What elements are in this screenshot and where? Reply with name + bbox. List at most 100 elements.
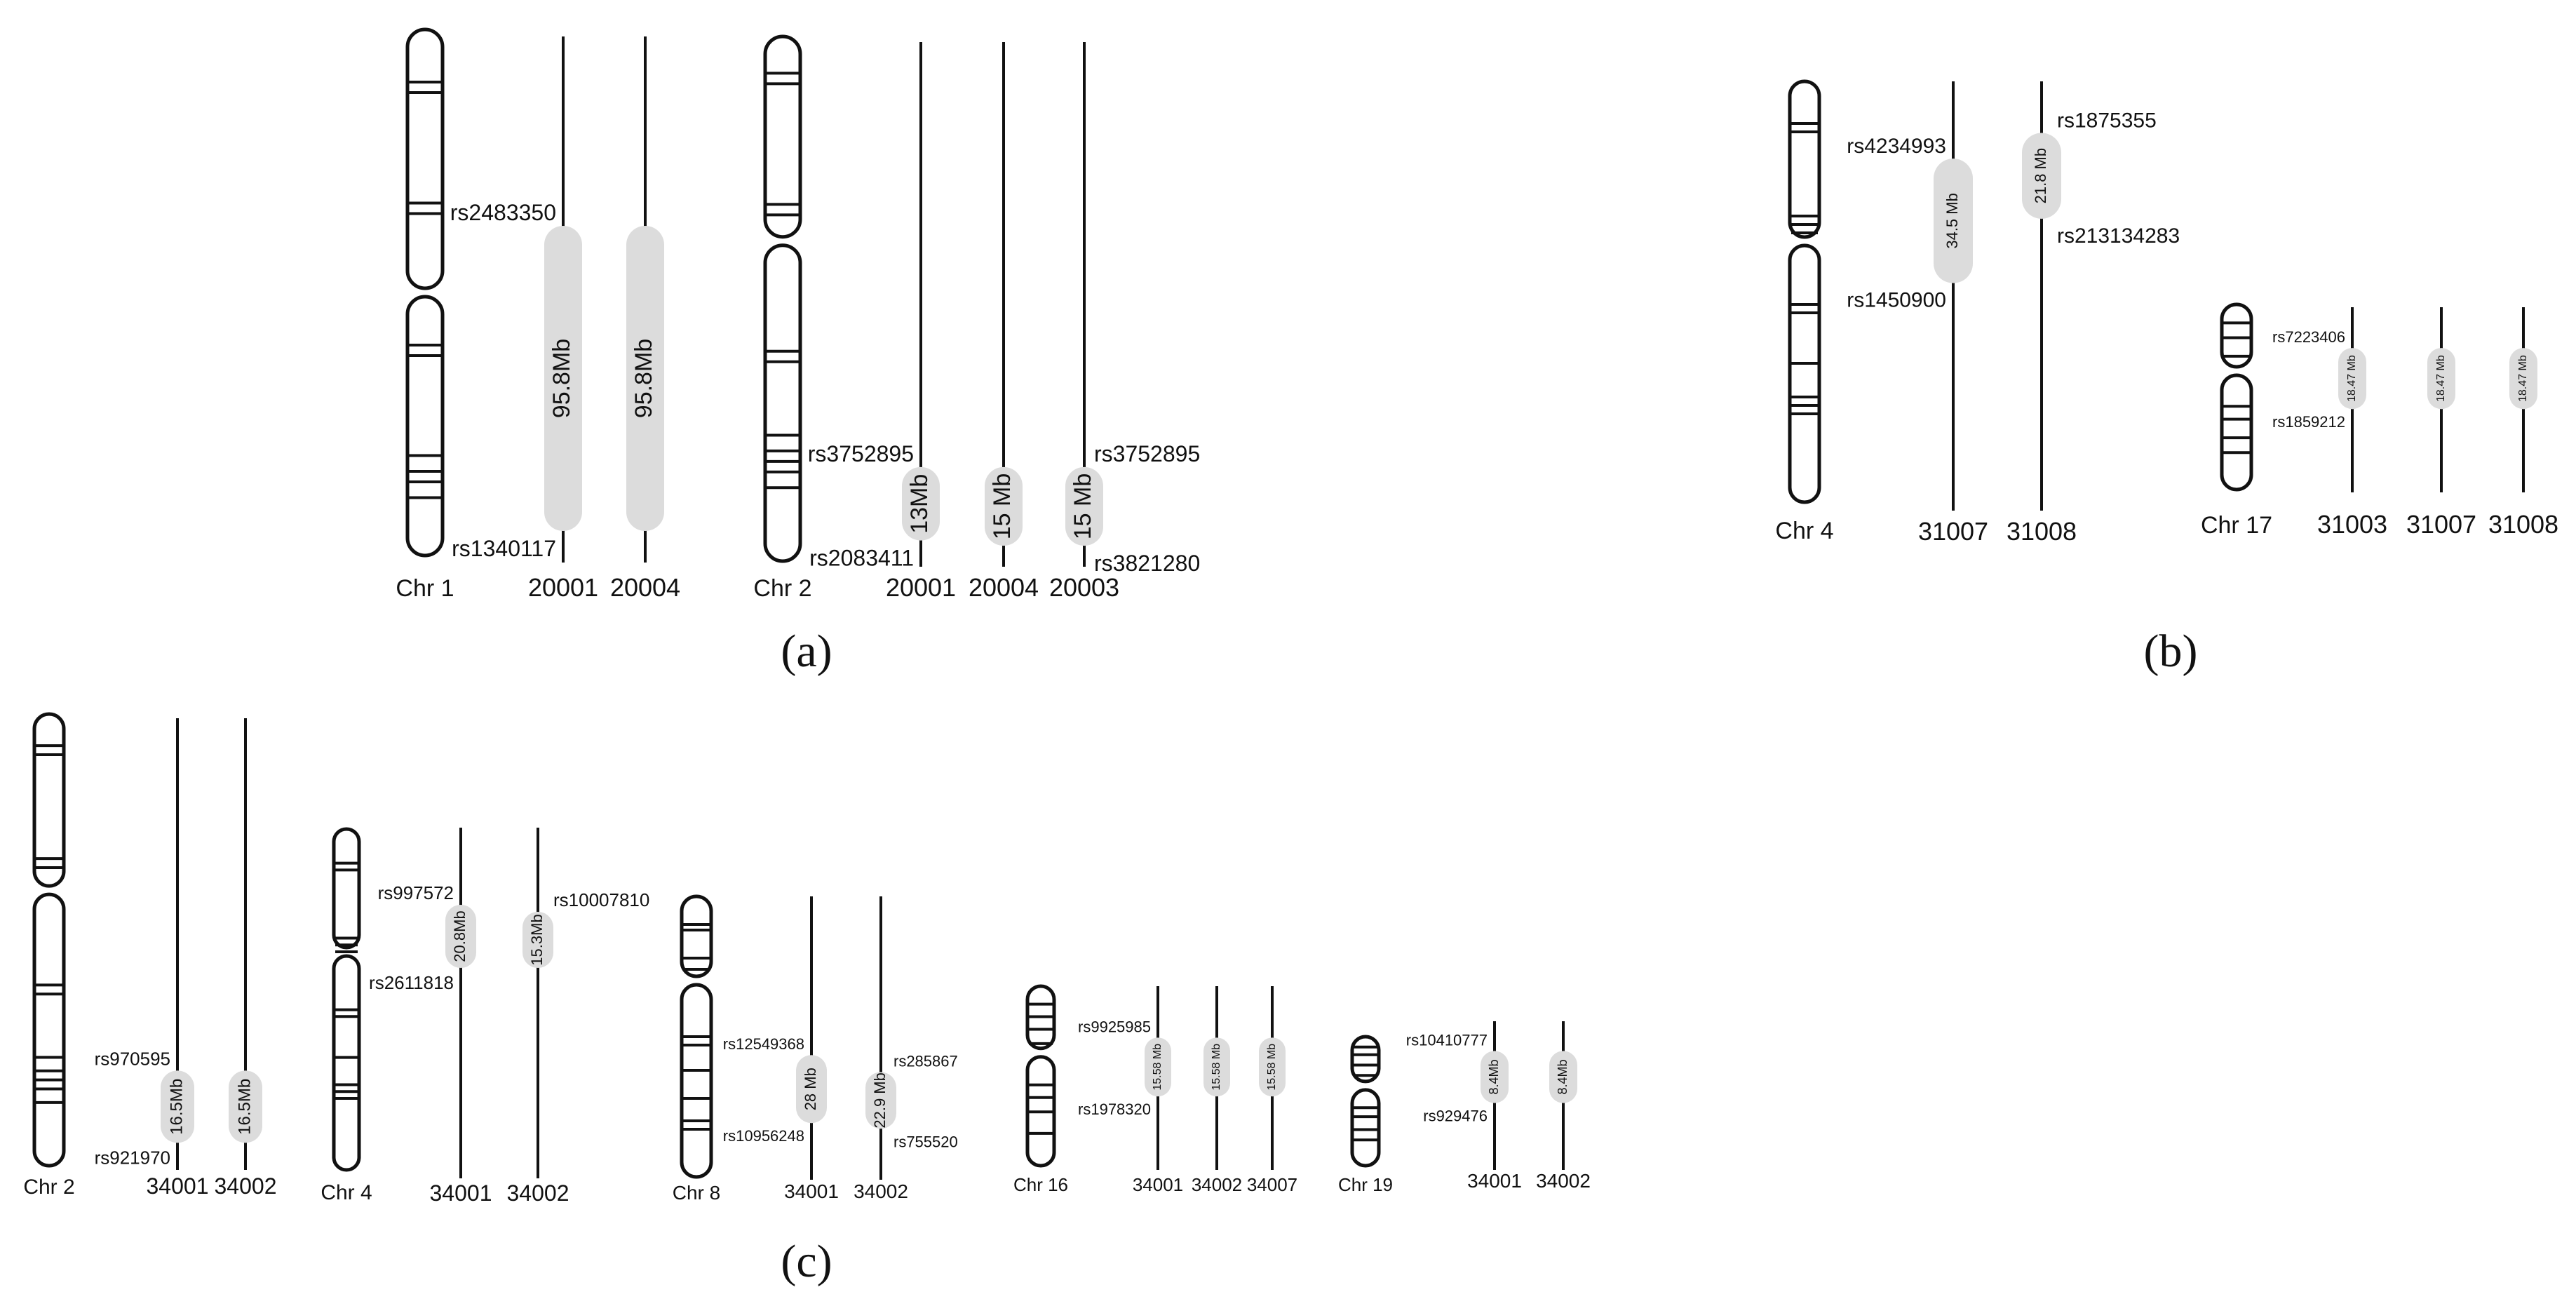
panel2-group2-sample1-region-label: 22.9 Mb [871,1072,889,1129]
panel2-group2-sample0-region [796,1055,827,1124]
panel3-group0-sample1-id: 34002 [1192,1174,1242,1195]
panel3-group0-sample0-region [1145,1037,1171,1097]
panel3-group0-sample1-region-label: 15.58 Mb [1211,1044,1222,1091]
panel3-group0-sample0-bottom-marker: rs1978320 [1078,1100,1151,1118]
panel2-group1: Chr 420.8Mbrs997572rs26118183400115.3Mbr… [321,827,649,1206]
panel2-group1-sample0-region [445,905,476,968]
panel1-group1-sample2-id: 31008 [2488,510,2558,539]
panel3-group1-sample1-region [1549,1051,1577,1103]
panel1-group1-chromosome-lower-arm [2220,373,2253,492]
panel0-group1-sample2-region-label: 15 Mb [1070,473,1096,540]
panel3-group0-sample0-top-marker: rs9925985 [1078,1018,1151,1035]
panel3-group0-sample0-id: 34001 [1133,1174,1183,1195]
panel2-group2-sample1-region [865,1072,896,1129]
panel0-group0: Chr 195.8Mbrs2483350rs13401172000195.8Mb… [396,27,680,602]
panel3-group1-sample0-top-marker: rs10410777 [1406,1031,1488,1049]
panel3-group0-sample2-region [1259,1037,1286,1097]
panel0-group0-sample0-id: 20001 [528,573,598,602]
panel0-group1-sample1-id: 20004 [969,573,1039,602]
panel3-group0-chromosome-label: Chr 16 [1013,1174,1068,1195]
panel0-group1-sample2-id: 20003 [1049,573,1119,602]
panel3-group1-chromosome-lower-arm [1350,1088,1381,1168]
panel3-group0-sample0-region-label: 15.58 Mb [1152,1044,1164,1091]
panel0-group0-sample0-bottom-marker: rs1340117 [452,536,556,561]
panel3-group1: Chr 198.4Mbrs10410777rs929476340018.4Mb3… [1338,1021,1591,1195]
panel1-group0-sample1-id: 31008 [2007,517,2077,546]
panel1-group1-chromosome-upper-arm [2220,302,2253,369]
panel1-group1-chromosome-label: Chr 17 [2201,512,2272,539]
panel0-group1-chromosome-label: Chr 2 [753,575,811,602]
panel2-group0-chromosome-lower-arm [32,892,66,1168]
panel2-group2-sample1-id: 34002 [854,1180,908,1202]
panel2-group1-sample0-top-marker: rs997572 [378,882,454,903]
panel3-group1-sample0-region-label: 8.4Mb [1487,1059,1501,1094]
panel2-group0-sample0-region-label: 16.5Mb [167,1079,186,1135]
panel3-group1-sample0-region [1481,1051,1509,1103]
panel2-group0-sample0-top-marker: rs970595 [95,1048,170,1069]
panel1-group1-sample0-region-label: 18.47 Mb [2346,355,2358,402]
panel2-group0-sample1-region [229,1070,262,1143]
panel1-group1-sample0-id: 31003 [2317,510,2387,539]
panel-label-b: (b) [2144,626,2198,677]
panel2-group1-sample1-region [522,912,553,968]
panel1-group1-sample1-region-label: 18.47 Mb [2435,355,2447,402]
panel2-group1-sample1-id: 34002 [507,1180,569,1206]
panel1-group0-sample0-top-marker: rs4234993 [1847,135,1946,158]
panel2-group1-chromosome-upper-arm [332,827,361,950]
panel3-group0-sample1-region [1203,1037,1230,1097]
panel1-group0: Chr 434.5 Mbrs4234993rs14509003100721.8 … [1775,79,2180,546]
panel1-group0-sample1-region-label: 21.8 Mb [2032,148,2049,204]
panel0-group1-sample2-bottom-marker: rs3821280 [1094,551,1200,576]
panel2-group2-sample0-id: 34001 [784,1180,839,1202]
panel3-group1-sample0-id: 34001 [1467,1170,1522,1192]
panel2-group2-chromosome-lower-arm [680,983,713,1179]
panel3-group1-sample1-region-label: 8.4Mb [1556,1059,1570,1094]
panel0-group1-chromosome-upper-arm [763,34,802,239]
panel0-group1-sample0-region-label: 13Mb [906,474,933,534]
panel2-group1-sample0-bottom-marker: rs2611818 [369,972,454,993]
panel1-group0-sample0-region [1934,159,1973,283]
panel0-group1-sample1-region [985,466,1023,546]
panel2-group1-sample0-region-label: 20.8Mb [451,910,468,962]
panel0-group0-sample1-region-label: 95.8Mb [630,339,657,418]
panel1-group1-sample0-top-marker: rs7223406 [2272,328,2345,346]
panel1-group1-sample2-region [2509,348,2537,410]
panel1-group1-sample0-region [2338,348,2366,410]
panel2-group1-sample0-id: 34001 [430,1180,492,1206]
panel2-group2: Chr 828 Mbrs12549368rs109562483400122.9 … [673,894,958,1204]
panel3-group0-sample2-id: 34007 [1247,1174,1297,1195]
panel0-group0-sample1-id: 20004 [610,573,680,602]
panel0-group1-sample0-top-marker: rs3752895 [808,441,914,466]
panel3-group1-chromosome-label: Chr 19 [1338,1174,1393,1195]
panel0-group0-chromosome-upper-arm [405,27,445,290]
panel0-group1-sample2-region [1065,466,1103,546]
panel1-group1-sample0-bottom-marker: rs1859212 [2272,413,2345,431]
panel0-group1-sample2-top-marker: rs3752895 [1094,441,1200,466]
panel1-group0-sample1-top-marker: rs1875355 [2057,109,2157,132]
panel1-group0-sample0-bottom-marker: rs1450900 [1847,289,1946,312]
panel2-group1-chromosome-lower-arm [332,954,361,1172]
panel2-group0-chromosome-upper-arm [32,712,66,888]
panel3-group1-sample0-bottom-marker: rs929476 [1423,1108,1488,1125]
panel0-group0-sample0-region-label: 95.8Mb [548,339,575,418]
panel1-group0-sample0-region-label: 34.5 Mb [1943,193,1961,249]
panel0-group0-sample0-region [544,226,582,531]
panel1-group0-chromosome-label: Chr 4 [1775,518,1833,544]
panel0-group1-sample0-bottom-marker: rs2083411 [809,546,914,571]
panel0-group0-sample1-region [626,226,664,531]
panel0-group0-chromosome-lower-arm [405,295,445,558]
panel2-group1-chromosome-label: Chr 4 [321,1181,372,1204]
panel1-group0-sample1-bottom-marker: rs213134283 [2057,224,2180,248]
panel0-group1-sample0-region [902,466,940,541]
panel2-group0-sample0-id: 34001 [147,1173,209,1199]
panel2-group2-chromosome-upper-arm [680,894,713,978]
panel1-group0-chromosome-lower-arm [1788,243,1821,504]
panel2-group2-sample0-region-label: 28 Mb [802,1068,819,1110]
panel2-group0-sample1-id: 34002 [215,1173,277,1199]
figure-root: Chr 195.8Mbrs2483350rs13401172000195.8Mb… [23,27,2558,1206]
panel2-group2-sample1-top-marker: rs285867 [893,1052,958,1070]
panel2-group0-sample1-region-label: 16.5Mb [235,1079,254,1135]
